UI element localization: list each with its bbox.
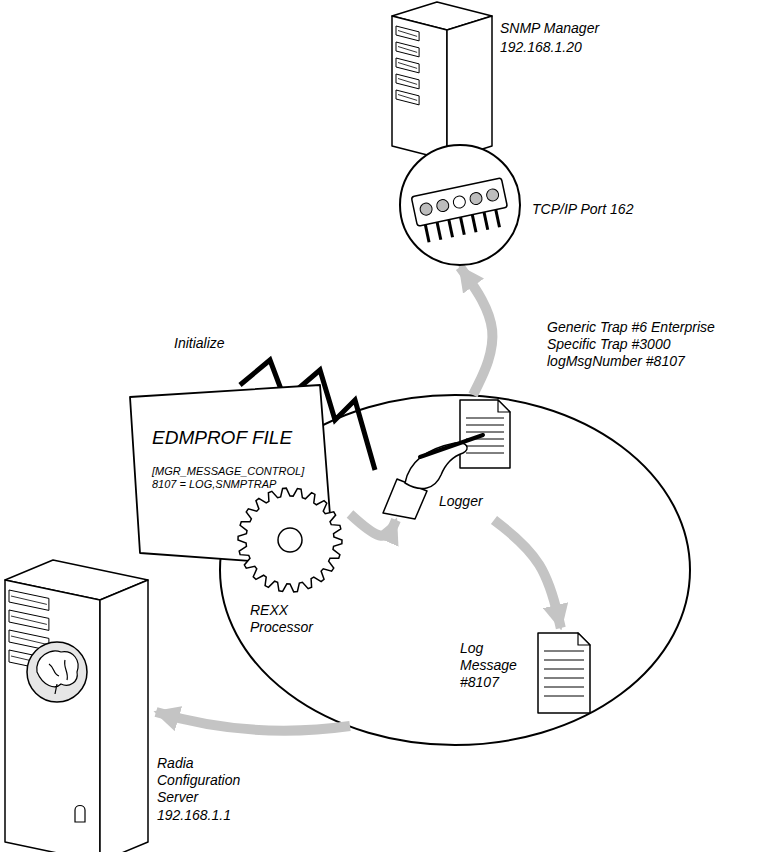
logger-figure: Logger bbox=[375, 395, 515, 520]
node-detail: 192.168.1.1 bbox=[157, 807, 265, 824]
brain bbox=[37, 651, 78, 694]
node-label: Radia Configuration Server bbox=[157, 755, 265, 805]
node-label: TCP/IP Port 162 bbox=[532, 201, 642, 218]
pen bbox=[420, 435, 483, 457]
bay-slot bbox=[11, 616, 47, 624]
document-fold bbox=[578, 633, 590, 645]
drive-bay bbox=[396, 74, 419, 89]
drive-bay bbox=[396, 26, 419, 41]
snmp-manager-server: SNMP Manager 192.168.1.20 bbox=[390, 2, 630, 162]
document-line bbox=[466, 418, 504, 419]
document-line bbox=[544, 678, 584, 679]
bay-slot bbox=[398, 47, 417, 53]
document-line bbox=[466, 425, 504, 426]
drive-bay bbox=[396, 58, 419, 73]
bay-slot bbox=[11, 596, 47, 604]
text-slot: SNMP Manager bbox=[500, 20, 625, 37]
edge-label: Initialize bbox=[172, 334, 252, 353]
radia-config-server-art bbox=[5, 560, 265, 845]
node-detail: [MGR_MESSAGE_CONTROL] 8107 = LOG,SNMPTRA… bbox=[152, 465, 302, 491]
text-slot: [MGR_MESSAGE_CONTROL] 8107 = LOG,SNMPTRA… bbox=[152, 465, 302, 491]
chip-led bbox=[436, 198, 450, 212]
document-line bbox=[544, 651, 584, 652]
return-arrow bbox=[156, 712, 350, 731]
document-sheet bbox=[460, 400, 510, 468]
edge-label-slot: Initialize bbox=[172, 334, 252, 353]
node-label: REXX Processor bbox=[250, 602, 345, 636]
node-detail: 192.168.1.20 bbox=[500, 39, 625, 56]
chip-pin bbox=[484, 212, 488, 230]
server-side bbox=[447, 16, 492, 160]
bay-slot bbox=[398, 31, 417, 37]
text-slot: EDMPROF FILE bbox=[152, 427, 320, 450]
text-slot: TCP/IP Port 162 bbox=[532, 201, 642, 218]
drive-bay bbox=[9, 590, 49, 610]
gear-hole bbox=[278, 528, 302, 552]
text-slot: Logger bbox=[439, 493, 499, 510]
node-label: EDMPROF FILE bbox=[152, 427, 320, 450]
edge-label-slot: Generic Trap #6 Enterprise Specific Trap… bbox=[545, 318, 760, 370]
chip-pin bbox=[425, 225, 429, 243]
bay-slot bbox=[398, 95, 417, 101]
document-sheet bbox=[538, 633, 590, 713]
server-side bbox=[100, 580, 148, 852]
chip-pin bbox=[472, 215, 476, 233]
bay-slot bbox=[11, 636, 47, 644]
trap-arrow bbox=[460, 267, 492, 395]
brain-badge bbox=[27, 642, 87, 702]
document-line bbox=[466, 453, 504, 454]
server-latch bbox=[75, 806, 85, 823]
document-line bbox=[544, 696, 584, 697]
chip-pin bbox=[496, 210, 500, 228]
chip-pin bbox=[461, 217, 465, 235]
document-line bbox=[466, 446, 504, 447]
gear bbox=[238, 488, 342, 592]
chip-pin bbox=[449, 220, 453, 238]
drive-bay bbox=[396, 42, 419, 57]
text-slot: Radia Configuration Server bbox=[157, 755, 265, 805]
rexx-processor-gear: REXX Processor bbox=[230, 480, 350, 650]
text-slot: 192.168.1.1 bbox=[157, 807, 265, 824]
log-message-doc: Log Message #8107 bbox=[460, 628, 600, 728]
port-zoom-circle-art bbox=[398, 143, 522, 267]
drive-bay bbox=[396, 90, 419, 105]
node-label: Log Message #8107 bbox=[460, 640, 534, 690]
text-slot: 192.168.1.20 bbox=[500, 39, 625, 56]
text-slot: Log Message #8107 bbox=[460, 640, 534, 690]
file-panel bbox=[130, 385, 330, 563]
zoom-circle bbox=[400, 145, 520, 265]
node-label: Logger bbox=[439, 493, 499, 510]
edge-label: Generic Trap #6 Enterprise Specific Trap… bbox=[545, 318, 760, 370]
node-label: SNMP Manager bbox=[500, 20, 625, 37]
document-fold bbox=[498, 400, 510, 412]
chip-led bbox=[469, 191, 483, 205]
chip-led bbox=[452, 195, 466, 209]
document-line bbox=[544, 660, 584, 661]
server-front bbox=[392, 16, 447, 160]
bay-slot bbox=[398, 63, 417, 69]
text-slot: REXX Processor bbox=[250, 602, 345, 636]
port-zoom-circle: TCP/IP Port 162 bbox=[398, 143, 522, 267]
chip-body bbox=[411, 178, 507, 226]
radia-config-server: Radia Configuration Server 192.168.1.1 bbox=[5, 560, 265, 845]
server-front bbox=[5, 580, 100, 852]
document-line bbox=[544, 669, 584, 670]
document-line bbox=[544, 687, 584, 688]
chip-pin bbox=[437, 222, 441, 240]
drive-bay bbox=[9, 610, 49, 630]
flow-arrow bbox=[494, 520, 561, 628]
chip-led bbox=[419, 202, 433, 216]
chip-led bbox=[486, 188, 500, 202]
document-line bbox=[466, 432, 504, 433]
flow-arrow bbox=[350, 514, 396, 536]
bay-slot bbox=[398, 79, 417, 85]
